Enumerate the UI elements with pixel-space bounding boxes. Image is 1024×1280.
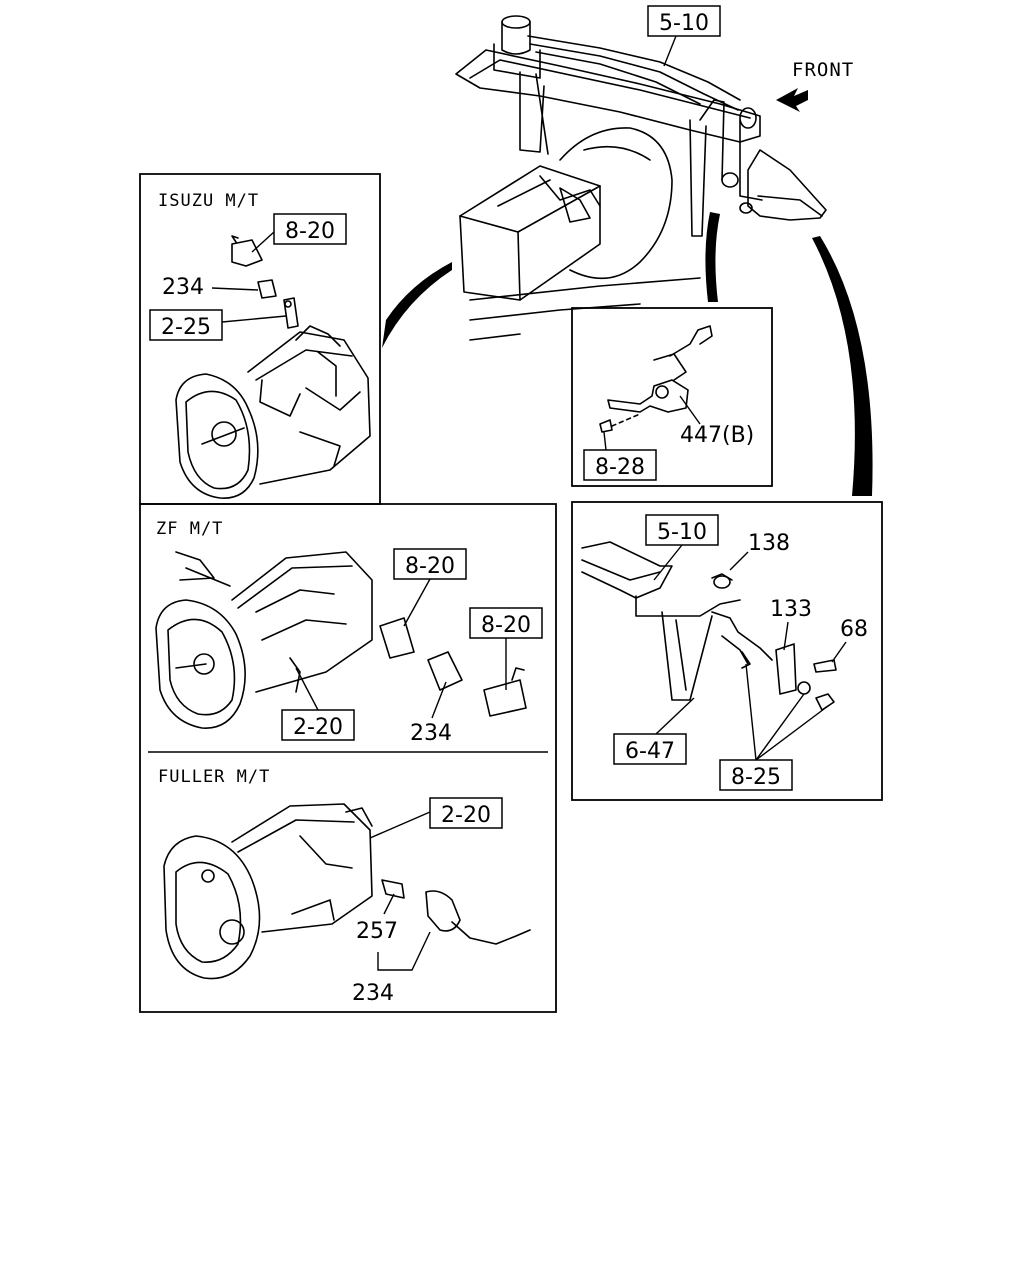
bracket-part-68-leader	[831, 641, 847, 663]
switch-ref-8-28-leader	[603, 431, 607, 451]
zf-fuller-panel: ZF M/T 8-20 8-20	[139, 503, 557, 1013]
switch-part-447b-leader	[679, 395, 701, 425]
fuller-ref-2-20-leader	[369, 811, 431, 839]
isuzu-panel: ISUZU M/T 8-20 234	[139, 173, 381, 505]
fuller-part-257: 257	[356, 919, 398, 944]
zf-ref-8-20-a-label: 8-20	[405, 554, 455, 579]
bracket-part-138-leader	[729, 551, 749, 571]
isuzu-ref-2-25-leader	[221, 315, 287, 323]
fuller-ref-2-20-label: 2-20	[441, 803, 491, 828]
switch-ref-8-28-label: 8-28	[595, 455, 645, 480]
bracket-part-68: 68	[840, 617, 868, 642]
bracket-ref-8-25-leaders	[745, 663, 829, 761]
bracket-art	[581, 541, 837, 711]
bracket-part-138: 138	[748, 531, 790, 556]
zf-ref-8-20-b[interactable]: 8-20	[469, 607, 543, 639]
isuzu-ref-2-25[interactable]: 2-25	[149, 309, 223, 341]
fuller-part-257-leader	[383, 893, 395, 915]
bracket-detail-panel: 5-10 138 133 68 6-47 8-25	[571, 501, 883, 801]
callout-tail-bracket	[812, 236, 873, 496]
isuzu-panel-title: ISUZU M/T	[158, 191, 259, 211]
fuller-transmission-art	[163, 803, 531, 980]
isuzu-sensor-art	[175, 235, 371, 499]
main-ref-5-10-label: 5-10	[659, 11, 709, 36]
bracket-ref-5-10[interactable]: 5-10	[645, 514, 719, 546]
callout-tail-isuzu	[382, 262, 452, 348]
fuller-panel-title: FULLER M/T	[158, 767, 270, 787]
bracket-ref-6-47[interactable]: 6-47	[613, 733, 687, 765]
zf-part-234: 234	[410, 721, 452, 746]
bracket-ref-6-47-label: 6-47	[625, 739, 675, 764]
callout-tail-switch	[705, 212, 720, 302]
switch-part-447b: 447(B)	[680, 423, 754, 448]
zf-ref-8-20-a-leader	[403, 578, 431, 627]
bracket-part-133: 133	[770, 597, 812, 622]
fuller-part-234: 234	[352, 981, 394, 1006]
bracket-part-133-leader	[783, 621, 789, 651]
front-arrow-icon	[776, 88, 808, 112]
chassis-main-view	[455, 15, 827, 341]
bracket-ref-8-25-label: 8-25	[731, 765, 781, 790]
front-label: FRONT	[792, 59, 854, 81]
bracket-ref-8-25[interactable]: 8-25	[719, 759, 793, 791]
zf-ref-2-20[interactable]: 2-20	[281, 709, 355, 741]
isuzu-ref-8-20-leader	[251, 231, 275, 253]
bracket-ref-6-47-leader	[655, 697, 695, 735]
isuzu-ref-8-20[interactable]: 8-20	[273, 213, 347, 245]
isuzu-ref-8-20-label: 8-20	[285, 219, 335, 244]
zf-ref-2-20-leader	[295, 667, 319, 711]
isuzu-part-234-leader	[211, 287, 259, 291]
zf-part-234-leader	[431, 681, 447, 719]
bracket-ref-5-10-label: 5-10	[657, 520, 707, 545]
isuzu-part-234: 234	[162, 275, 204, 300]
zf-transmission-art	[155, 551, 527, 729]
switch-ref-8-28[interactable]: 8-28	[583, 449, 657, 481]
front-direction-indicator: FRONT	[776, 59, 854, 112]
zf-panel-title: ZF M/T	[156, 519, 223, 539]
fuller-ref-2-20[interactable]: 2-20	[429, 797, 503, 829]
zf-ref-8-20-a[interactable]: 8-20	[393, 548, 467, 580]
zf-ref-8-20-b-label: 8-20	[481, 613, 531, 638]
fuller-part-234-bracket	[377, 931, 431, 971]
isuzu-ref-2-25-label: 2-25	[161, 315, 211, 340]
bracket-ref-5-10-leader	[653, 544, 683, 581]
main-ref-5-10[interactable]: 5-10	[647, 5, 721, 37]
main-ref-5-10-leader	[663, 35, 677, 67]
switch-detail-panel: 447(B) 8-28	[571, 307, 773, 487]
zf-ref-2-20-label: 2-20	[293, 715, 343, 740]
switch-art	[599, 325, 713, 433]
